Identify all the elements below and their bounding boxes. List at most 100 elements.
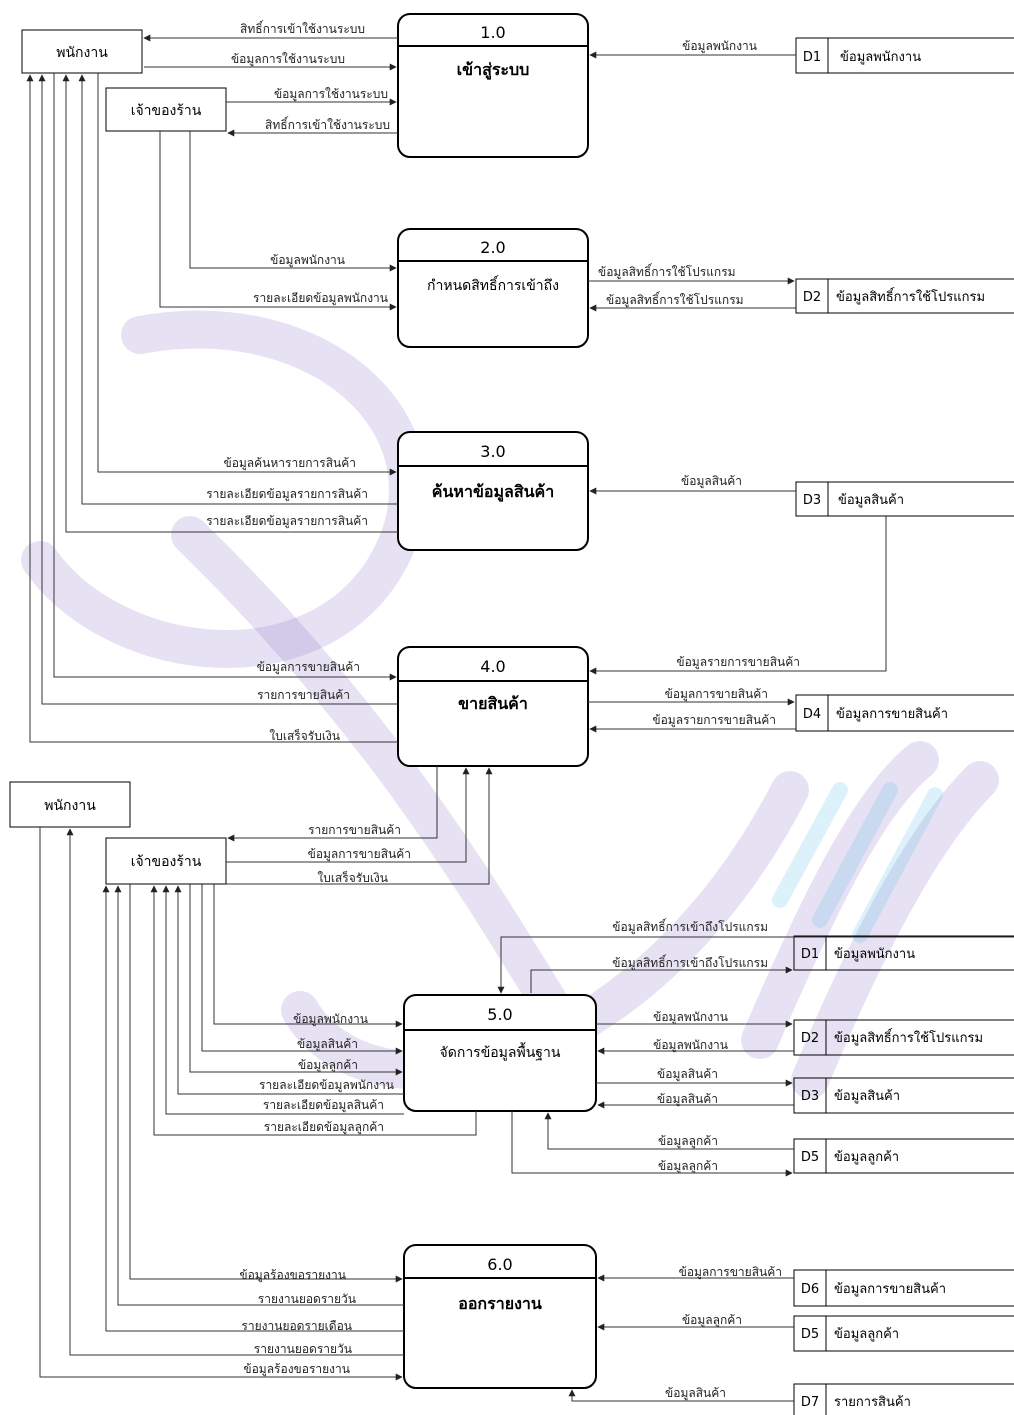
datastore-d1-second: D1 ข้อมูลพนักงาน xyxy=(793,935,1014,971)
flow-label: ข้อมูลสินค้า xyxy=(665,1386,726,1401)
datastore-d5: D5 ข้อมูลลูกค้า xyxy=(793,1138,1014,1174)
process-number: 2.0 xyxy=(480,238,505,257)
flow-arrow xyxy=(589,516,887,675)
flow-arrow xyxy=(39,827,403,1381)
flow-arrow xyxy=(227,766,438,842)
flow-arrow xyxy=(174,885,404,1095)
process-number: 1.0 xyxy=(480,23,505,42)
process-number: 6.0 xyxy=(487,1255,512,1274)
datastore-d3-second: D3 ข้อมูลสินค้า xyxy=(793,1077,1014,1114)
flow-label: ข้อมูลสินค้า xyxy=(657,1092,718,1107)
process-number: 5.0 xyxy=(487,1005,512,1024)
datastore-name: ข้อมูลพนักงาน xyxy=(834,947,915,962)
flow-label: รายละเอียดข้อมูลรายการสินค้า xyxy=(206,514,368,529)
flow-label: รายละเอียดข้อมูลพนักงาน xyxy=(259,1078,394,1093)
flow-arrow xyxy=(53,73,397,681)
datastore-id: D3 xyxy=(801,1089,819,1104)
flow-label: ใบเสร็จรับเงิน xyxy=(269,728,340,743)
datastore-id: D3 xyxy=(803,493,821,508)
process-4: 4.0 ขายสินค้า xyxy=(397,646,589,767)
flow-arrow xyxy=(497,936,1014,994)
datastore-d7: D7 รายการสินค้า xyxy=(793,1383,1014,1415)
datastore-id: D7 xyxy=(801,1395,819,1410)
datastore-name: ข้อมูลการขายสินค้า xyxy=(834,1282,946,1297)
entity-label: พนักงาน xyxy=(44,798,96,814)
datastore-name: ข้อมูลลูกค้า xyxy=(834,1327,899,1342)
flow-label: รายการขายสินค้า xyxy=(308,823,401,837)
flow-arrow xyxy=(226,767,470,863)
datastore-name: รายการสินค้า xyxy=(834,1395,911,1410)
flow-label: ข้อมูลพนักงาน xyxy=(293,1012,368,1027)
flow-label: ข้อมูลการขายสินค้า xyxy=(679,1265,782,1280)
datastore-d5-second: D5 ข้อมูลลูกค้า xyxy=(793,1315,1014,1352)
flow-label: ข้อมูลสินค้า xyxy=(297,1037,358,1052)
flow-arrow xyxy=(568,1389,794,1402)
flow-label: ข้อมูลลูกค้า xyxy=(658,1134,718,1149)
flow-label: ข้อมูลพนักงาน xyxy=(682,39,757,54)
process-name: ขายสินค้า xyxy=(458,694,528,713)
flow-label: ข้อมูลสินค้า xyxy=(681,474,742,489)
datastore-name: ข้อมูลการขายสินค้า xyxy=(836,707,948,722)
entity-label: เจ้าของร้าน xyxy=(131,854,202,870)
flow-label: ข้อมูลการขายสินค้า xyxy=(257,660,360,675)
process-name: เข้าสู่ระบบ xyxy=(457,60,530,81)
datastore-id: D5 xyxy=(801,1150,819,1165)
flow-arrow xyxy=(129,884,403,1283)
datastore-id: D1 xyxy=(801,947,819,962)
flows-top: สิทธิ์การเข้าใช้งานระบบ ข้อมูลการใช้งานร… xyxy=(26,20,887,743)
process-1: 1.0 เข้าสู่ระบบ xyxy=(397,13,589,158)
flow-label: รายการขายสินค้า xyxy=(257,688,350,702)
flow-arrow xyxy=(189,884,403,1076)
flow-label: ข้อมูลลูกค้า xyxy=(658,1159,718,1174)
datastore-d3: D3 ข้อมูลสินค้า xyxy=(795,481,1014,517)
flow-label: ข้อมูลสิทธิ์การเข้าถึงโปรแกรม xyxy=(612,918,768,935)
process-2: 2.0 กำหนดสิทธิ์การเข้าถึง xyxy=(397,228,589,348)
process-name: กำหนดสิทธิ์การเข้าถึง xyxy=(427,275,559,294)
flow-label: รายงานยอดรายวัน xyxy=(254,1342,352,1356)
flow-arrow xyxy=(226,767,493,885)
datastore-id: D1 xyxy=(803,50,821,65)
datastore-id: D2 xyxy=(801,1031,819,1046)
datastore-id: D6 xyxy=(801,1282,819,1297)
datastore-d1: D1 ข้อมูลพนักงาน xyxy=(795,37,1014,74)
flow-label: ข้อมูลการใช้งานระบบ xyxy=(274,87,388,102)
flow-arrow xyxy=(530,966,793,993)
datastore-d4: D4 ข้อมูลการขายสินค้า xyxy=(795,694,1014,732)
flow-label: ข้อมูลรายการขายสินค้า xyxy=(652,713,776,728)
flow-label: ข้อมูลสิทธิ์การใช้โปรแกรม xyxy=(598,263,736,280)
entity-employee-top: พนักงาน xyxy=(21,29,143,74)
flow-label: รายละเอียดข้อมูลสินค้า xyxy=(263,1098,384,1113)
flow-label: ข้อมูลรายการขายสินค้า xyxy=(676,655,800,670)
process-5: 5.0 จัดการข้อมูลพื้นฐาน xyxy=(403,994,597,1112)
flow-label: ข้อมูลสิทธิ์การใช้โปรแกรม xyxy=(606,291,744,308)
flow-arrow xyxy=(114,885,404,1306)
flow-arrow xyxy=(62,74,398,533)
flow-label: ข้อมูลลูกค้า xyxy=(298,1058,358,1073)
flow-arrow xyxy=(201,884,403,1055)
datastore-d2-second: D2 ข้อมูลสิทธิ์การใช้โปรแกรม xyxy=(793,1019,1014,1056)
flow-label: ข้อมูลพนักงาน xyxy=(653,1038,728,1053)
flow-arrow xyxy=(189,131,397,272)
flow-label: ข้อมูลพนักงาน xyxy=(653,1010,728,1025)
flow-label: รายละเอียดข้อมูลพนักงาน xyxy=(253,291,388,306)
flow-label: ใบเสร็จรับเงิน xyxy=(317,870,388,885)
process-name: จัดการข้อมูลพื้นฐาน xyxy=(440,1042,561,1061)
process-3: 3.0 ค้นหาข้อมูลสินค้า xyxy=(397,431,589,551)
flow-label: สิทธิ์การเข้าใช้งานระบบ xyxy=(265,116,390,132)
process-name: ค้นหาข้อมูลสินค้า xyxy=(432,482,554,503)
flow-arrow xyxy=(511,1111,793,1177)
datastore-d2: D2 ข้อมูลสิทธิ์การใช้โปรแกรม xyxy=(795,278,1014,314)
flow-label: รายงานยอดรายวัน xyxy=(258,1292,356,1306)
flow-label: ข้อมูลร้องขอรายงาน xyxy=(239,1268,346,1283)
flow-arrow xyxy=(78,74,398,505)
datastore-name: ข้อมูลลูกค้า xyxy=(834,1150,899,1165)
datastore-name: ข้อมูลสิทธิ์การใช้โปรแกรม xyxy=(834,1028,983,1046)
process-number: 4.0 xyxy=(480,657,505,676)
datastore-id: D5 xyxy=(801,1327,819,1342)
flow-label: ข้อมูลร้องขอรายงาน xyxy=(243,1362,350,1377)
flow-label: ข้อมูลการขายสินค้า xyxy=(308,847,411,862)
entity-label: พนักงาน xyxy=(56,45,108,61)
flow-label: ข้อมูลสินค้า xyxy=(657,1067,718,1082)
flows-bottom: รายการขายสินค้า ข้อมูลการขายสินค้า ใบเสร… xyxy=(39,766,1014,1402)
